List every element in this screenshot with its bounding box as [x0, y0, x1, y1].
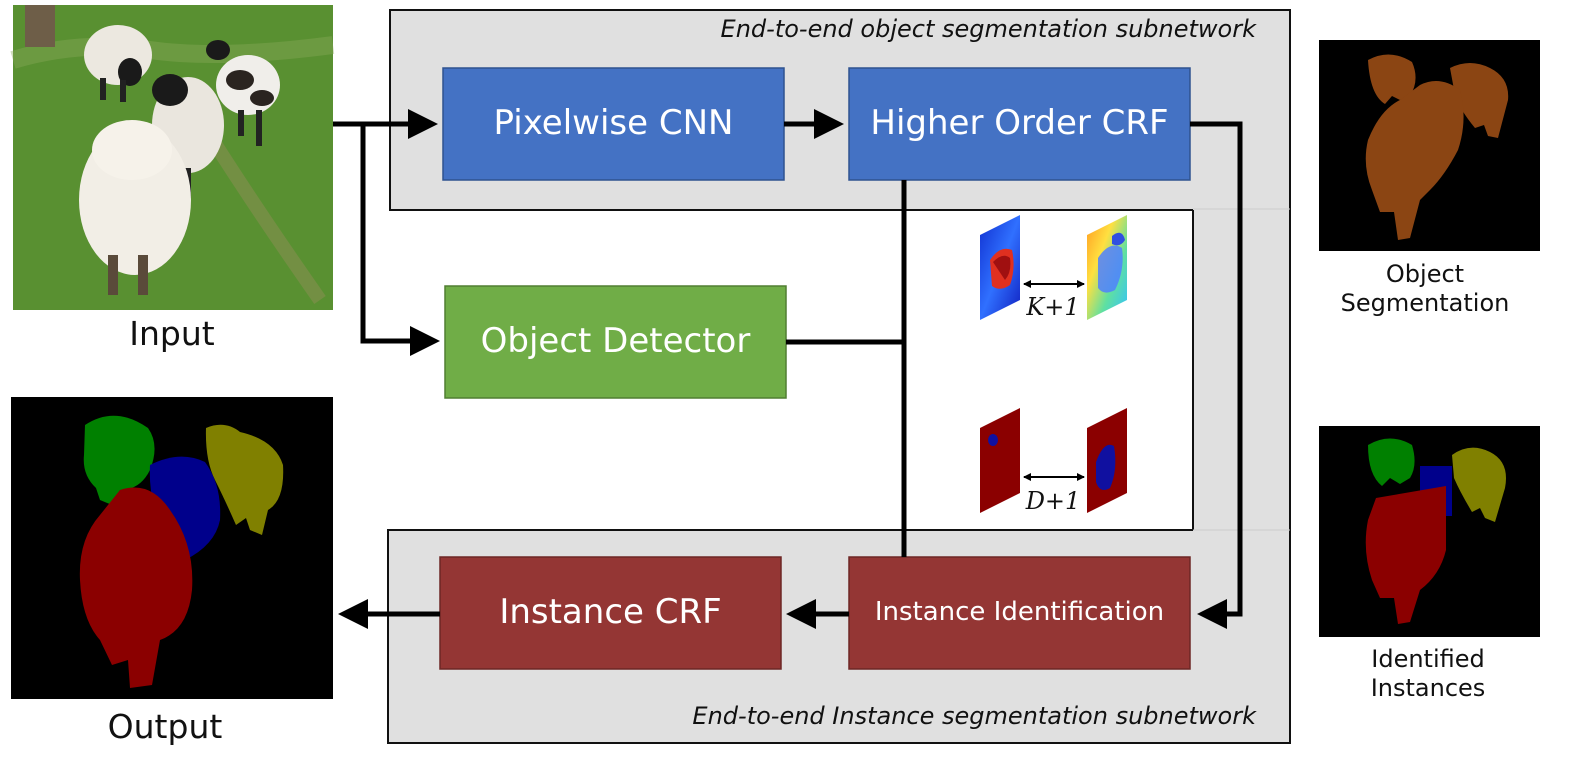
input-image — [10, 5, 335, 310]
instance-identification-block: Instance Identification — [848, 556, 1191, 670]
object-detector-block: Object Detector — [444, 285, 787, 399]
output-mask-image — [11, 397, 333, 699]
object-segmentation-caption-line1: Object — [1386, 260, 1464, 288]
object-segmentation-subnet-title: End-to-end object segmentation subnetwor… — [721, 15, 1258, 43]
identified-instances-caption-line1: Identified — [1371, 645, 1484, 673]
instance-segmentation-subnet-title: End-to-end Instance segmentation subnetw… — [692, 702, 1257, 730]
segmentation-heatmap-pair: K+1 — [980, 215, 1127, 321]
object-detector-label: Object Detector — [481, 321, 751, 361]
connector-lines — [333, 109, 1243, 629]
instance-crf-label: Instance CRF — [499, 592, 721, 632]
detection-map-pair: D+1 — [980, 408, 1127, 515]
k-plus-one-label: K+1 — [1025, 293, 1079, 321]
pixelwise-cnn-label: Pixelwise CNN — [494, 103, 734, 143]
higher-order-crf-block: Higher Order CRF — [848, 67, 1191, 181]
output-caption: Output — [108, 707, 223, 746]
identified-instances-caption-line2: Instances — [1371, 674, 1486, 702]
higher-order-crf-label: Higher Order CRF — [870, 103, 1168, 143]
pixelwise-cnn-block: Pixelwise CNN — [442, 67, 785, 181]
instance-crf-block: Instance CRF — [439, 556, 782, 670]
identified-instances-image — [1319, 426, 1540, 637]
object-segmentation-image — [1319, 40, 1540, 251]
object-segmentation-caption-line2: Segmentation — [1341, 289, 1510, 317]
d-plus-one-label: D+1 — [1025, 487, 1081, 515]
instance-identification-label: Instance Identification — [875, 597, 1164, 627]
input-caption: Input — [129, 314, 215, 353]
